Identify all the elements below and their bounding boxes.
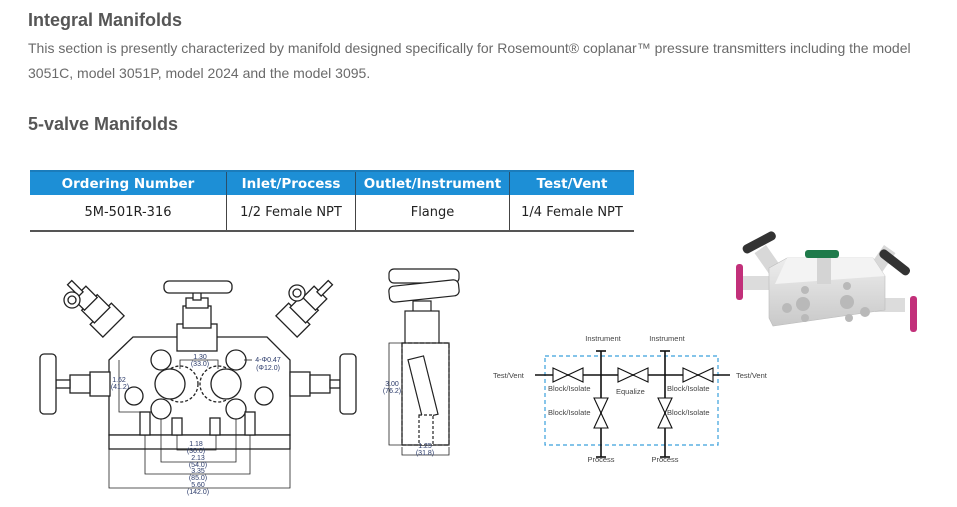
spec-table: Ordering Number Inlet/Process Outlet/Ins… — [30, 170, 634, 232]
label-instrument-left: Instrument — [585, 334, 621, 343]
front-view-drawing: 1.30 (33.0) 4-Φ0.47 (Φ12.0) 1.62 (41.2) … — [39, 279, 357, 496]
product-handle-angled-left — [742, 231, 776, 254]
product-handle-side-left — [736, 264, 743, 300]
dim-hole-callout-mm: (Φ12.0) — [256, 365, 280, 372]
dim-d2: 2.13 — [191, 455, 205, 462]
manifold-boundary — [544, 355, 719, 446]
side-view-drawing: 3.00 (76.2) 1.25 (31.8) — [383, 268, 460, 457]
side-dim-width-mm: (31.8) — [416, 450, 434, 457]
side-dim-width: 1.25 — [418, 443, 432, 450]
label-test-vent-left: Test/Vent — [493, 371, 525, 380]
column-header-ordering-number: Ordering Number — [30, 170, 227, 195]
label-process-right: Process — [651, 455, 678, 464]
cell-ordering-number: 5M-501R-316 — [30, 195, 227, 232]
dim-hole-spacing: 1.30 — [193, 354, 207, 361]
spec-table-header: Ordering Number Inlet/Process Outlet/Ins… — [30, 170, 634, 195]
cell-outlet-instrument: Flange — [355, 195, 510, 232]
right-side-handle — [339, 353, 357, 415]
valve-block-isolate-bottom-left — [593, 397, 609, 429]
side-dim-height-mm: (76.2) — [383, 388, 401, 395]
cell-test-vent: 1/4 Female NPT — [509, 195, 634, 232]
dim-d3: 3.35 — [191, 468, 205, 475]
label-block-isolate-bottom-right: Block/Isolate — [667, 408, 710, 417]
dim-d1-mm: (30.0) — [187, 448, 205, 455]
dim-height: 1.62 — [112, 377, 126, 384]
left-side-handle — [39, 353, 57, 415]
valve-block-isolate-bottom-right — [657, 397, 673, 429]
label-test-vent-right: Test/Vent — [736, 371, 768, 380]
label-equalize: Equalize — [616, 387, 645, 396]
valve-block-isolate-top-left — [552, 367, 584, 383]
column-header-inlet-process: Inlet/Process — [226, 170, 356, 195]
product-handle-center — [805, 250, 839, 258]
dim-d4: 5.60 — [191, 482, 205, 489]
section-description: This section is presently characterized … — [28, 40, 911, 81]
manifold-base — [108, 434, 291, 450]
section-title: Integral Manifolds — [28, 10, 183, 30]
manifold-body — [108, 336, 291, 436]
label-block-isolate-top-right: Block/Isolate — [667, 384, 710, 393]
dim-height-mm: (41.2) — [111, 384, 129, 391]
label-process-left: Process — [587, 455, 614, 464]
center-valve-handle — [163, 280, 233, 294]
label-block-isolate-top-left: Block/Isolate — [548, 384, 591, 393]
valve-equalize — [617, 367, 649, 383]
side-dim-height: 3.00 — [385, 381, 399, 388]
table-row: 5M-501R-316 1/2 Female NPT Flange 1/4 Fe… — [30, 195, 634, 232]
dim-d3-mm: (85.0) — [189, 475, 207, 482]
label-block-isolate-bottom-left: Block/Isolate — [548, 408, 591, 417]
cell-inlet-process: 1/2 Female NPT — [226, 195, 356, 232]
column-header-test-vent: Test/Vent — [509, 170, 634, 195]
product-handle-side-right — [910, 296, 917, 332]
product-handle-angled-right — [879, 249, 911, 276]
dim-d4-mm: (142.0) — [187, 489, 209, 496]
dim-d2-mm: (54.0) — [189, 462, 207, 469]
subsection-title: 5-valve Manifolds — [28, 114, 179, 134]
dim-hole-callout: 4-Φ0.47 — [255, 357, 281, 364]
label-instrument-right: Instrument — [649, 334, 685, 343]
product-image — [736, 231, 917, 332]
valve-schematic: Instrument Instrument Test/Vent Test/Ven… — [493, 334, 768, 464]
dim-d1: 1.18 — [189, 441, 203, 448]
valve-block-isolate-top-right — [682, 367, 714, 383]
dim-hole-spacing-mm: (33.0) — [191, 361, 209, 368]
column-header-outlet-instrument: Outlet/Instrument — [355, 170, 510, 195]
